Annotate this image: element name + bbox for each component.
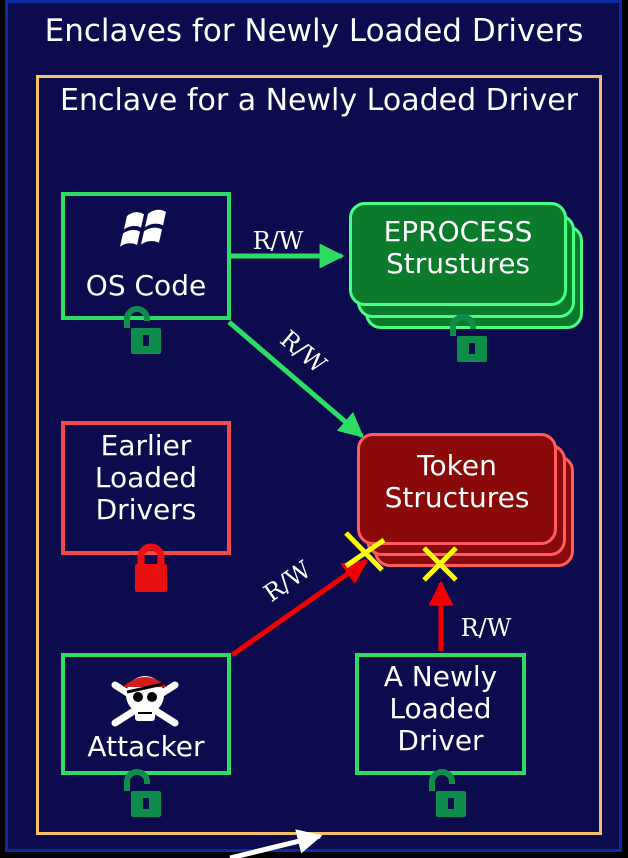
earlier-drivers-label: Earlier Loaded Drivers <box>61 429 231 527</box>
os-code-label: OS Code <box>85 269 207 302</box>
eprocess-label: EPROCESS Strustures <box>349 215 567 281</box>
token-line-1: Token <box>417 449 497 482</box>
earlier-drivers-line-1: Earlier <box>100 429 192 462</box>
new-driver-line-3: Driver <box>397 724 484 758</box>
eprocess-card <box>349 202 567 306</box>
unlocked-padlock-icon <box>453 317 487 362</box>
earlier-drivers-box <box>61 421 231 555</box>
pointer-arrow <box>229 829 323 858</box>
pirate-skull-icon <box>111 676 179 727</box>
arrow-os-to-token <box>227 320 364 438</box>
page-title: Enclaves for Newly Loaded Drivers <box>44 13 584 49</box>
unlocked-padlock-icon <box>127 309 161 354</box>
locked-padlock-icon <box>135 547 167 592</box>
arrow-attacker-to-token <box>230 558 369 658</box>
earlier-drivers-line-3: Drivers <box>95 493 197 527</box>
token-line-2: Structures <box>384 481 530 515</box>
unlocked-padlock-icon <box>127 772 161 817</box>
outer-panel <box>5 0 622 852</box>
eprocess-line-2: Strustures <box>385 247 531 281</box>
edge-label-os-eprocess: R/W <box>253 227 304 255</box>
eprocess-line-1: EPROCESS <box>383 215 533 248</box>
new-driver-line-2: Loaded <box>389 692 492 726</box>
block-x-icon <box>422 546 458 582</box>
block-x-icon <box>344 531 386 572</box>
token-card <box>357 433 557 545</box>
new-driver-label: A Newly Loaded Driver <box>355 660 526 758</box>
enclave-title: Enclave for a Newly Loaded Driver <box>59 83 578 118</box>
attacker-label: Attacker <box>87 730 205 763</box>
edge-label-driver-token: R/W <box>461 614 512 642</box>
earlier-drivers-line-2: Loaded <box>94 461 198 495</box>
new-driver-line-1: A Newly <box>383 660 498 693</box>
token-label: Token Structures <box>357 449 557 515</box>
unlocked-padlock-icon <box>432 772 466 817</box>
windows-logo-icon <box>120 209 166 247</box>
